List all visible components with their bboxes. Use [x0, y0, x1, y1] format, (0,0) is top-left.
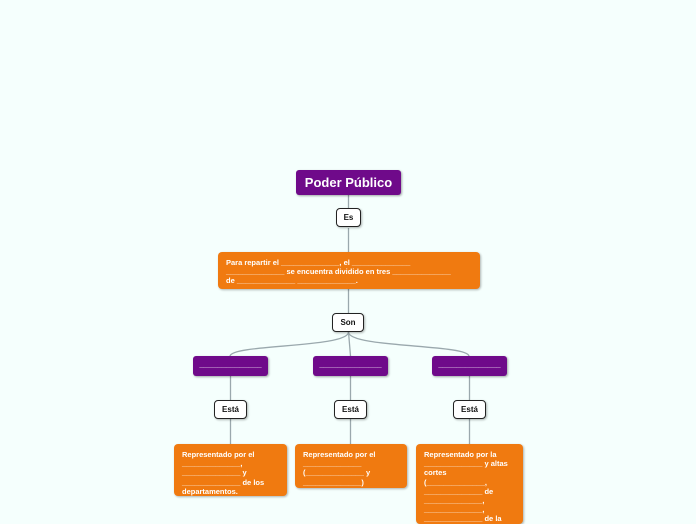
connector-son-branch-2 [347, 331, 352, 357]
link-label-esta-1[interactable]: Está [214, 400, 247, 419]
central-topic-poder-publico[interactable]: Poder Público [296, 170, 401, 195]
link-label-son[interactable]: Son [332, 313, 364, 332]
link-label-es[interactable]: Es [336, 208, 361, 227]
branch-node-1[interactable]: ______________ [193, 356, 268, 376]
link-label-esta-2[interactable]: Está [334, 400, 367, 419]
connector-son-branch-1 [229, 331, 350, 357]
link-label-esta-3[interactable]: Está [453, 400, 486, 419]
definition-node[interactable]: Para repartir el ______________, el ____… [218, 252, 480, 289]
branch-node-3[interactable]: ______________ [432, 356, 507, 376]
connector-son-branch-3 [347, 331, 470, 357]
description-node-1[interactable]: Representado por el ______________, ____… [174, 444, 287, 496]
branch-node-2[interactable]: ______________ [313, 356, 388, 376]
description-node-2[interactable]: Representado por el ______________ (____… [295, 444, 407, 488]
description-node-3[interactable]: Representado por la ______________ y alt… [416, 444, 523, 524]
